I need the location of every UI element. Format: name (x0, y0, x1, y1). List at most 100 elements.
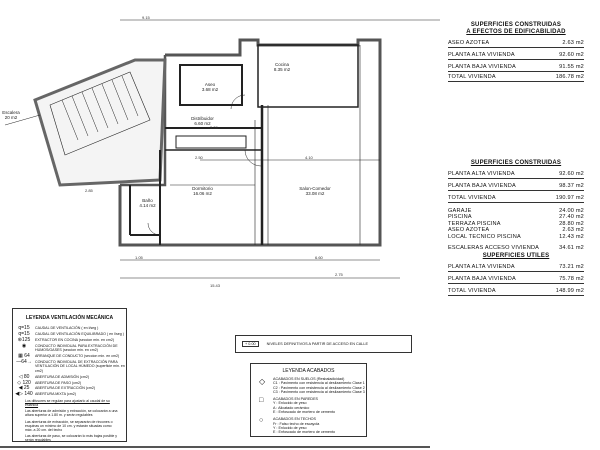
legend-item: —64→CONDUCTO INDIVIDUAL DE EXTRACCIÓN PA… (13, 358, 126, 373)
dim: 6.60 (315, 255, 323, 260)
legend-symbol-icon: ◁ 80 (18, 373, 30, 380)
finishes-legend: LEYENDA ACABADOS ◇ ACABADOS EN SUELOS (R… (250, 363, 367, 437)
legend-text: CAUDAL DE VENTILACIÓN EQUILIBRADO ( en l… (35, 331, 124, 336)
finish-line: E : Enfoscado de mortero de cemento (273, 410, 336, 415)
row-value: 92.60 m2 (559, 171, 584, 177)
row-label: PLANTA ALTA VIVIENDA (448, 171, 515, 177)
legend-text: ABERTURA DE ADMISIÓN (cm2) (35, 374, 90, 379)
row-value: 2.63 m2 (562, 227, 584, 234)
row-label: PISCINA (448, 214, 472, 221)
room-name: Escalera (2, 110, 20, 115)
levels-text: NIVELES DEFINITIVOS A PARTIR DE ACCESO E… (266, 342, 369, 346)
finish-line: C1 : Pavimento con resistencia al desliz… (273, 381, 365, 386)
table-construidas: SUPERFICIES CONSTRUIDAS PLANTA ALTA VIVI… (448, 160, 584, 251)
dim: 1.05 (135, 255, 143, 260)
levels-note: + 0.00 NIVELES DEFINITIVOS A PARTIR DE A… (235, 335, 412, 353)
finish-title: ACABADOS EN PAREDES (273, 397, 319, 402)
aseo-walls (179, 64, 243, 106)
legend-symbol-icon: ⊛125 (17, 336, 31, 343)
row-value: 12.43 m2 (559, 233, 584, 240)
legend-symbol-icon: q=15 (18, 330, 30, 337)
circle-icon: ○ (259, 417, 264, 425)
table-row: TOTAL VIVIENDA 186.78 m2 (448, 74, 584, 82)
dim-total-width: 15.43 (210, 283, 221, 288)
row-value: 186.78 m2 (555, 74, 584, 80)
diamond-icon: ◇ (259, 377, 266, 386)
row-label: ASEO AZOTEA (448, 40, 490, 46)
legend-symbol-icon: ▦ 64 (18, 353, 30, 360)
dim: 2.75 (335, 272, 343, 277)
level-symbol: + 0.00 (242, 341, 259, 347)
finish-title: ACABADOS EN SUELOS (Resbaladicidad) (273, 377, 345, 381)
legend-text: ABERTURA DE PASO (cm2) (35, 380, 82, 385)
room-area: 3.68 m2 (201, 87, 219, 92)
legend-symbol-icon: ◀ 25 (18, 385, 30, 392)
legend-item: ◇ 120 ABERTURA DE PASO (cm2) (13, 379, 126, 386)
row-value: 27.40 m2 (559, 214, 584, 221)
row-value: 190.97 m2 (555, 195, 584, 201)
dim: 2.85 (85, 188, 93, 193)
row-label: TOTAL VIVIENDA (448, 74, 496, 80)
legend-text: CONDUCTO INDIVIDUAL DE EXTRACCIÓN PARA V… (35, 359, 125, 373)
row-label: TOTAL VIVIENDA (448, 288, 496, 294)
table-row: PISCINA 27.40 m2 (448, 214, 584, 220)
row-label: ASEO AZOTEA (448, 227, 490, 234)
row-value: 75.78 m2 (559, 276, 584, 282)
table-edificabilidad: SUPERFICIES CONSTRUIDAS A EFECTOS DE EDI… (448, 22, 584, 82)
room-area: 16.06 m2 (193, 191, 212, 196)
row-label: PLANTA BAJA VIVIENDA (448, 276, 516, 282)
legend-symbol-icon: —64→ (16, 358, 32, 365)
table-title: SUPERFICIES UTILES (482, 253, 550, 259)
room-area: 33.08 m2 (305, 191, 325, 196)
legend-note-title: Los difusores se regulan para ajustarlo … (25, 398, 110, 407)
row-label: PLANTA BAJA VIVIENDA (448, 183, 516, 189)
finish-line: C2 : Pavimento con resistencia al desliz… (273, 385, 365, 390)
legend-note: Las aberturas de admisión y extracción, … (25, 409, 118, 418)
room-name: Aseo (204, 82, 216, 87)
room-area: 20 m2 (4, 115, 18, 120)
legend-text: CAUDAL DE VENTILACIÓN ( en l/seg ) (35, 326, 99, 330)
row-label: LOCAL TECNICO PISCINA (448, 233, 521, 240)
legend-item: q=15 CAUDAL DE VENTILACIÓN EQUILIBRADO ( … (13, 330, 126, 337)
row-value: 73.21 m2 (559, 264, 584, 270)
legend-item: ◁ 80 ABERTURA DE ADMISIÓN (cm2) (13, 373, 126, 380)
dim: 9.15 (142, 15, 150, 20)
legend-symbol-icon: ◇ 120 (17, 379, 31, 386)
legend-note: Las aberturas de paso, se colocarán lo m… (25, 434, 118, 443)
dim: 4.10 (305, 155, 313, 160)
room-name: Baño (142, 198, 153, 203)
table-row: LOCAL TECNICO PISCINA 12.43 m2 (448, 234, 584, 240)
legend-item: ⊛125 EXTRACTOR EN COCINA (seccion min. en… (13, 336, 126, 343)
dim: 2.50 (195, 155, 203, 160)
table-row: ASEO AZOTEA 2.63 m2 (448, 227, 584, 233)
finish-line: A : Alicatado cerámico (273, 405, 310, 410)
room-name: Dormitorio (192, 186, 213, 191)
legend-text: ABERTURA MIXTA (cm2) (35, 392, 77, 397)
table-row: PLANTA BAJA VIVIENDA 75.78 m2 (448, 276, 584, 284)
room-name: Cocina (274, 62, 289, 67)
legend-symbol-icon: ◀▷ 140 (15, 391, 33, 398)
legend-text: EXTRACTOR EN COCINA (seccion min. en cm2… (35, 337, 115, 342)
legend-symbol-icon: ◉ (21, 342, 27, 349)
finish-line: C3 : Pavimento con resistencia al desliz… (273, 389, 365, 394)
table-row: PLANTA ALTA VIVIENDA 92.60 m2 (448, 171, 584, 179)
row-label: PLANTA ALTA VIVIENDA (448, 52, 515, 58)
